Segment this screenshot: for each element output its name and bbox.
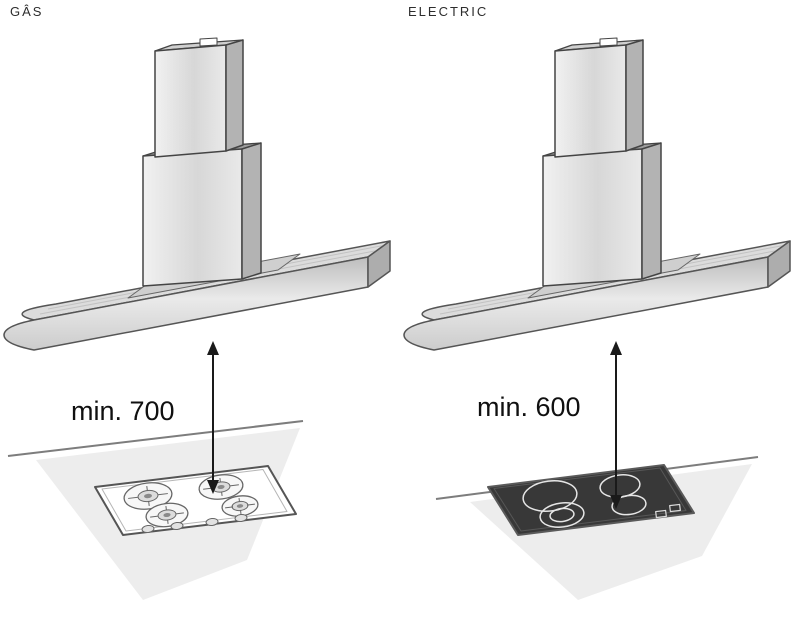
gas-burner xyxy=(123,482,173,510)
gas-burner xyxy=(145,502,189,528)
cooker-hood-illustration xyxy=(3,37,391,351)
electric-min-distance-label: min. 600 xyxy=(477,392,581,422)
gas-panel-label: GÂS xyxy=(10,4,44,19)
electric-control-panel xyxy=(655,503,681,519)
gas-min-distance-label: min. 700 xyxy=(71,396,175,426)
gas-distance-arrow xyxy=(207,341,219,494)
electric-cooking-zones xyxy=(522,474,647,528)
gas-cooktop-illustration xyxy=(94,465,297,536)
gas-burner xyxy=(221,495,259,517)
electric-distance-arrow xyxy=(610,341,622,509)
electric-panel-label: ELECTRIC xyxy=(408,4,489,19)
electric-cooktop-illustration xyxy=(487,464,695,536)
cooker-hood-illustration xyxy=(403,37,791,351)
gas-control-knobs xyxy=(141,513,248,534)
